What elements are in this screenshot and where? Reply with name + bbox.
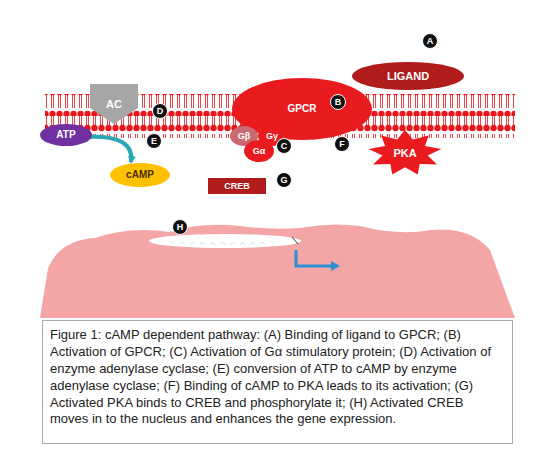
callout-badge: H: [172, 219, 188, 235]
callout-badge: E: [146, 133, 162, 149]
callout-letter: E: [151, 137, 157, 146]
callout-letter: A: [427, 37, 434, 46]
conversion-arrow: [88, 137, 131, 162]
callout-badge: D: [152, 103, 168, 119]
pathway-node: cAMP: [110, 163, 170, 187]
node-label: cAMP: [126, 170, 154, 180]
pathway-node: LIGAND: [352, 62, 464, 90]
node-label: Gγ: [266, 132, 278, 141]
dna-region: [149, 234, 301, 248]
callout-badge: C: [276, 138, 292, 154]
node-label: Gα: [253, 147, 266, 156]
node-label: ATP: [56, 130, 75, 140]
callout-badge: F: [334, 136, 350, 152]
dna-strand: [162, 237, 282, 245]
nucleus: [40, 224, 515, 318]
dna-tick: [292, 237, 298, 244]
callout-badge: B: [330, 94, 346, 110]
figure-caption: Figure 1: cAMP dependent pathway: (A) Bi…: [50, 327, 505, 428]
node-label: AC: [106, 99, 122, 110]
pathway-node: CREB: [208, 178, 266, 194]
node-label: PKA: [393, 148, 416, 159]
node-label: CREB: [224, 182, 250, 191]
node-label: LIGAND: [387, 71, 429, 82]
callout-letter: G: [280, 176, 287, 185]
pathway-node: AC: [90, 84, 138, 124]
pathway-node: ATP: [40, 124, 92, 146]
pathway-node: Gα: [244, 140, 274, 162]
callout-letter: C: [281, 142, 288, 151]
expression-arrowhead: [331, 261, 340, 271]
callout-letter: F: [339, 140, 345, 149]
callout-letter: H: [177, 223, 184, 232]
callout-letter: B: [335, 98, 342, 107]
pathway-node: PKA: [368, 130, 442, 176]
expression-arrow: [296, 250, 332, 266]
callout-badge: G: [276, 172, 292, 188]
node-label: GPCR: [288, 104, 317, 114]
callout-badge: A: [422, 33, 438, 49]
callout-letter: D: [157, 107, 164, 116]
node-label: Gβ: [238, 132, 251, 141]
